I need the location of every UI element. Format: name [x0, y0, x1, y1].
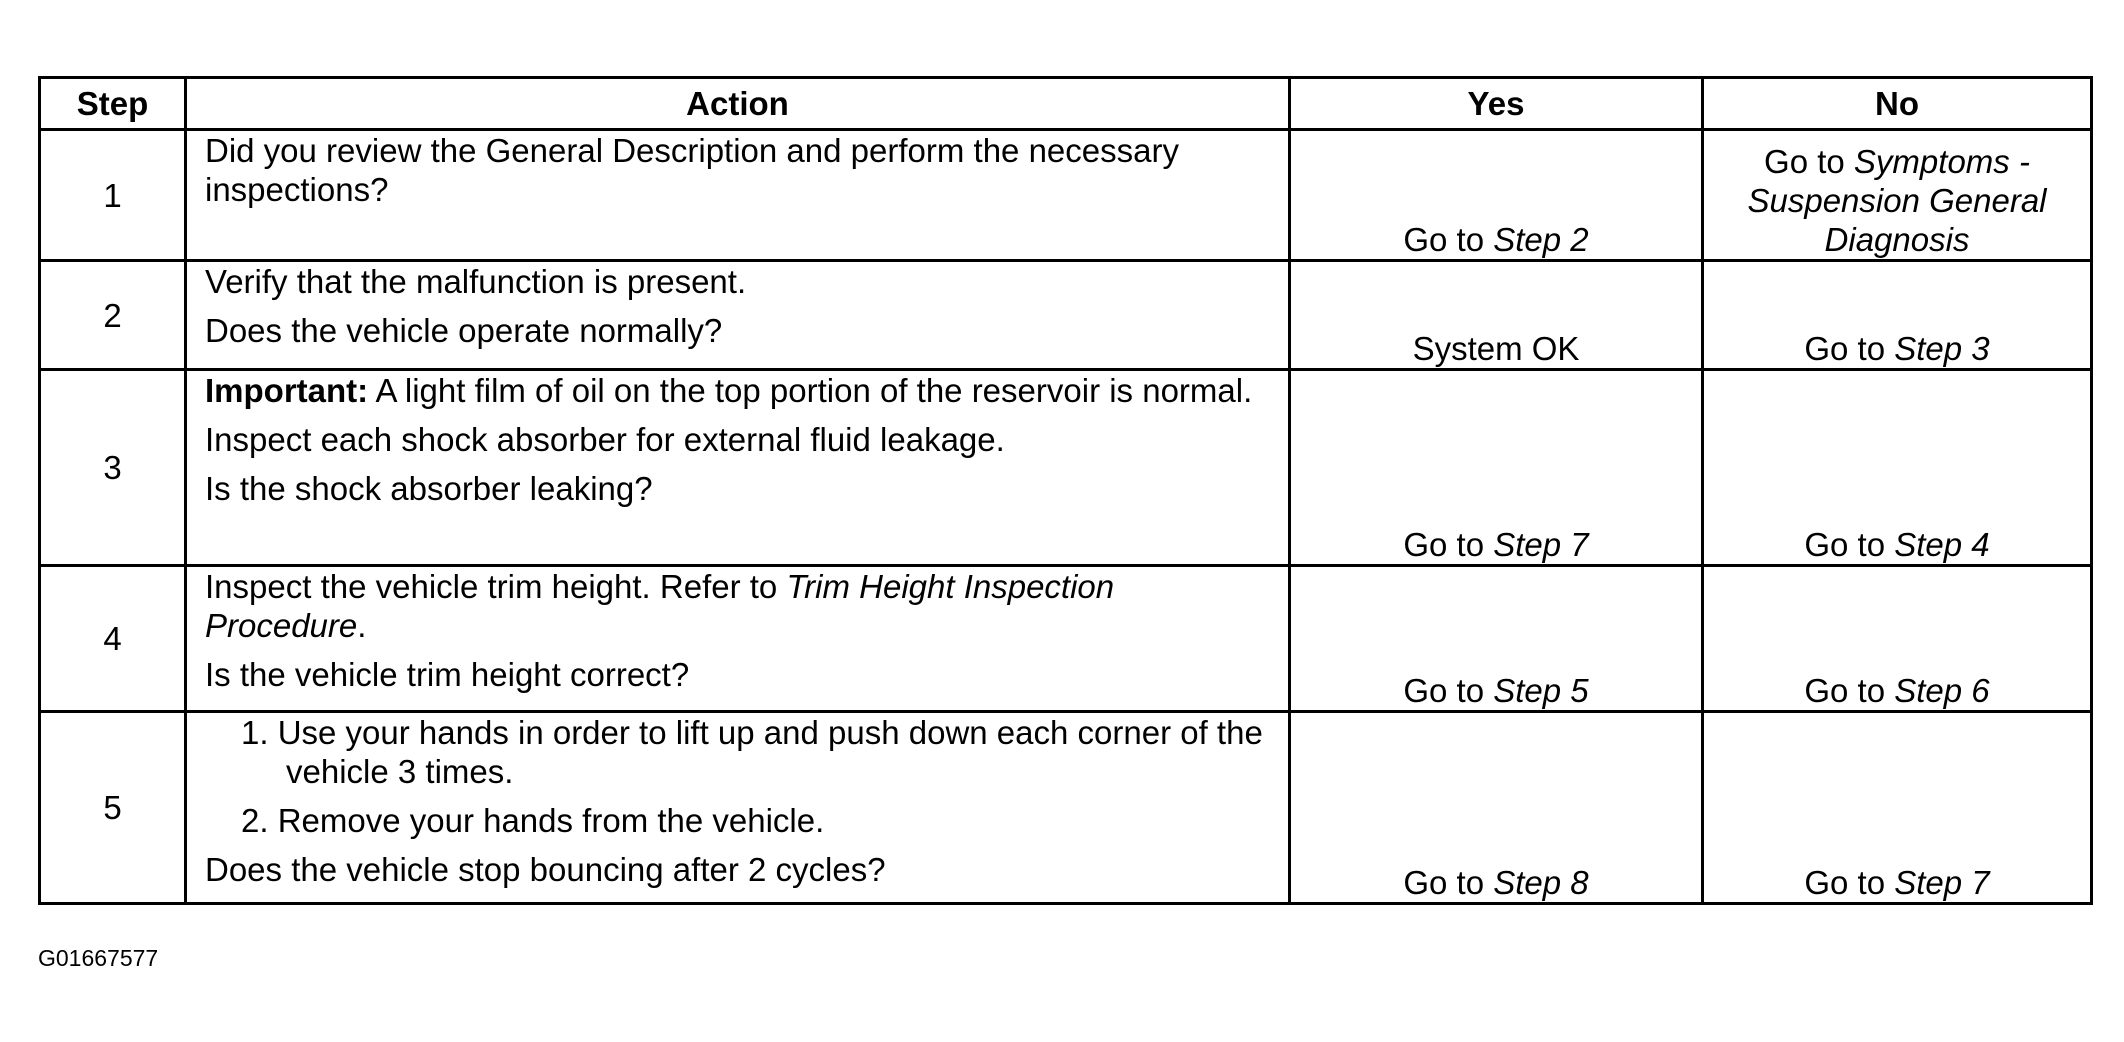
action-text: Did you review the General Description a…	[205, 132, 1179, 208]
no-text: Go to	[1804, 864, 1895, 901]
yes-link[interactable]: Step 2	[1493, 221, 1589, 258]
trim-height-procedure-link[interactable]: Trim Height Inspection Procedure	[205, 568, 1115, 644]
no-cell: Go to Step 6	[1701, 564, 2093, 713]
no-cell: Go to Step 7	[1701, 710, 2093, 905]
header-no: No	[1701, 76, 2093, 131]
yes-text: System OK	[1412, 330, 1580, 367]
yes-cell: Go to Step 5	[1288, 564, 1704, 713]
important-text: A light film of oil on the top portion o…	[368, 372, 1253, 409]
no-cell: Go to Symptoms - Suspension General Diag…	[1701, 128, 2093, 262]
no-link[interactable]: Step 6	[1894, 672, 1990, 709]
no-cell: Go to Step 3	[1701, 259, 2093, 371]
yes-cell: Go to Step 2	[1288, 128, 1704, 262]
no-link[interactable]: Step 7	[1894, 864, 1990, 901]
action-cell: Important: A light film of oil on the to…	[184, 368, 1291, 567]
header-yes: Yes	[1288, 76, 1704, 131]
table-row: 3 Important: A light film of oil on the …	[38, 368, 2093, 567]
action-cell: Inspect the vehicle trim height. Refer t…	[184, 564, 1291, 713]
no-link[interactable]: Step 3	[1894, 330, 1990, 367]
no-cell: Go to Step 4	[1701, 368, 2093, 567]
action-cell: Verify that the malfunction is present. …	[184, 259, 1291, 371]
yes-cell: System OK	[1288, 259, 1704, 371]
yes-link[interactable]: Step 8	[1493, 864, 1589, 901]
yes-text: Go to	[1403, 672, 1494, 709]
diagnostic-table: Step Action Yes No 1 Did you review the …	[38, 76, 2093, 905]
table-row: 2 Verify that the malfunction is present…	[38, 259, 2093, 371]
action-text-post: .	[357, 607, 367, 644]
numbered-item: 2. Remove your hands from the vehicle.	[241, 802, 825, 839]
no-text: Go to	[1764, 143, 1854, 180]
no-text: Go to	[1804, 330, 1895, 367]
table-row: 1 Did you review the General Description…	[38, 128, 2093, 262]
figure-id: G01667577	[38, 945, 159, 971]
header-action: Action	[184, 76, 1291, 131]
numbered-item: 1. Use your hands in order to lift up an…	[241, 714, 1263, 790]
action-text: Verify that the malfunction is present.	[205, 263, 747, 300]
yes-text: Go to	[1403, 526, 1494, 563]
table-row: 4 Inspect the vehicle trim height. Refer…	[38, 564, 2093, 713]
header-step: Step	[38, 76, 187, 131]
step-number: 5	[38, 710, 187, 905]
no-text: Go to	[1804, 672, 1895, 709]
action-question: Is the vehicle trim height correct?	[205, 656, 690, 693]
action-text: Inspect each shock absorber for external…	[205, 421, 1005, 458]
action-question: Does the vehicle stop bouncing after 2 c…	[205, 851, 886, 888]
step-number: 3	[38, 368, 187, 567]
action-question: Is the shock absorber leaking?	[205, 470, 653, 507]
step-number: 1	[38, 128, 187, 262]
important-note: Important: A light film of oil on the to…	[205, 371, 1270, 410]
no-link[interactable]: Step 4	[1894, 526, 1990, 563]
step-number: 4	[38, 564, 187, 713]
action-cell: Did you review the General Description a…	[184, 128, 1291, 262]
no-link[interactable]: Symptoms - Suspension General Diagnosis	[1747, 143, 2047, 258]
yes-link[interactable]: Step 7	[1493, 526, 1589, 563]
yes-cell: Go to Step 7	[1288, 368, 1704, 567]
yes-cell: Go to Step 8	[1288, 710, 1704, 905]
action-question: Does the vehicle operate normally?	[205, 312, 723, 349]
header-row: Step Action Yes No	[38, 76, 2093, 131]
no-text: Go to	[1804, 526, 1895, 563]
yes-text: Go to	[1403, 864, 1494, 901]
yes-text: Go to	[1403, 221, 1494, 258]
important-label: Important:	[205, 372, 369, 409]
yes-link[interactable]: Step 5	[1493, 672, 1589, 709]
action-cell: 1. Use your hands in order to lift up an…	[184, 710, 1291, 905]
step-number: 2	[38, 259, 187, 371]
table-row: 5 1. Use your hands in order to lift up …	[38, 710, 2093, 905]
action-text: Inspect the vehicle trim height. Refer t…	[205, 567, 1270, 645]
action-text-pre: Inspect the vehicle trim height. Refer t…	[205, 568, 787, 605]
